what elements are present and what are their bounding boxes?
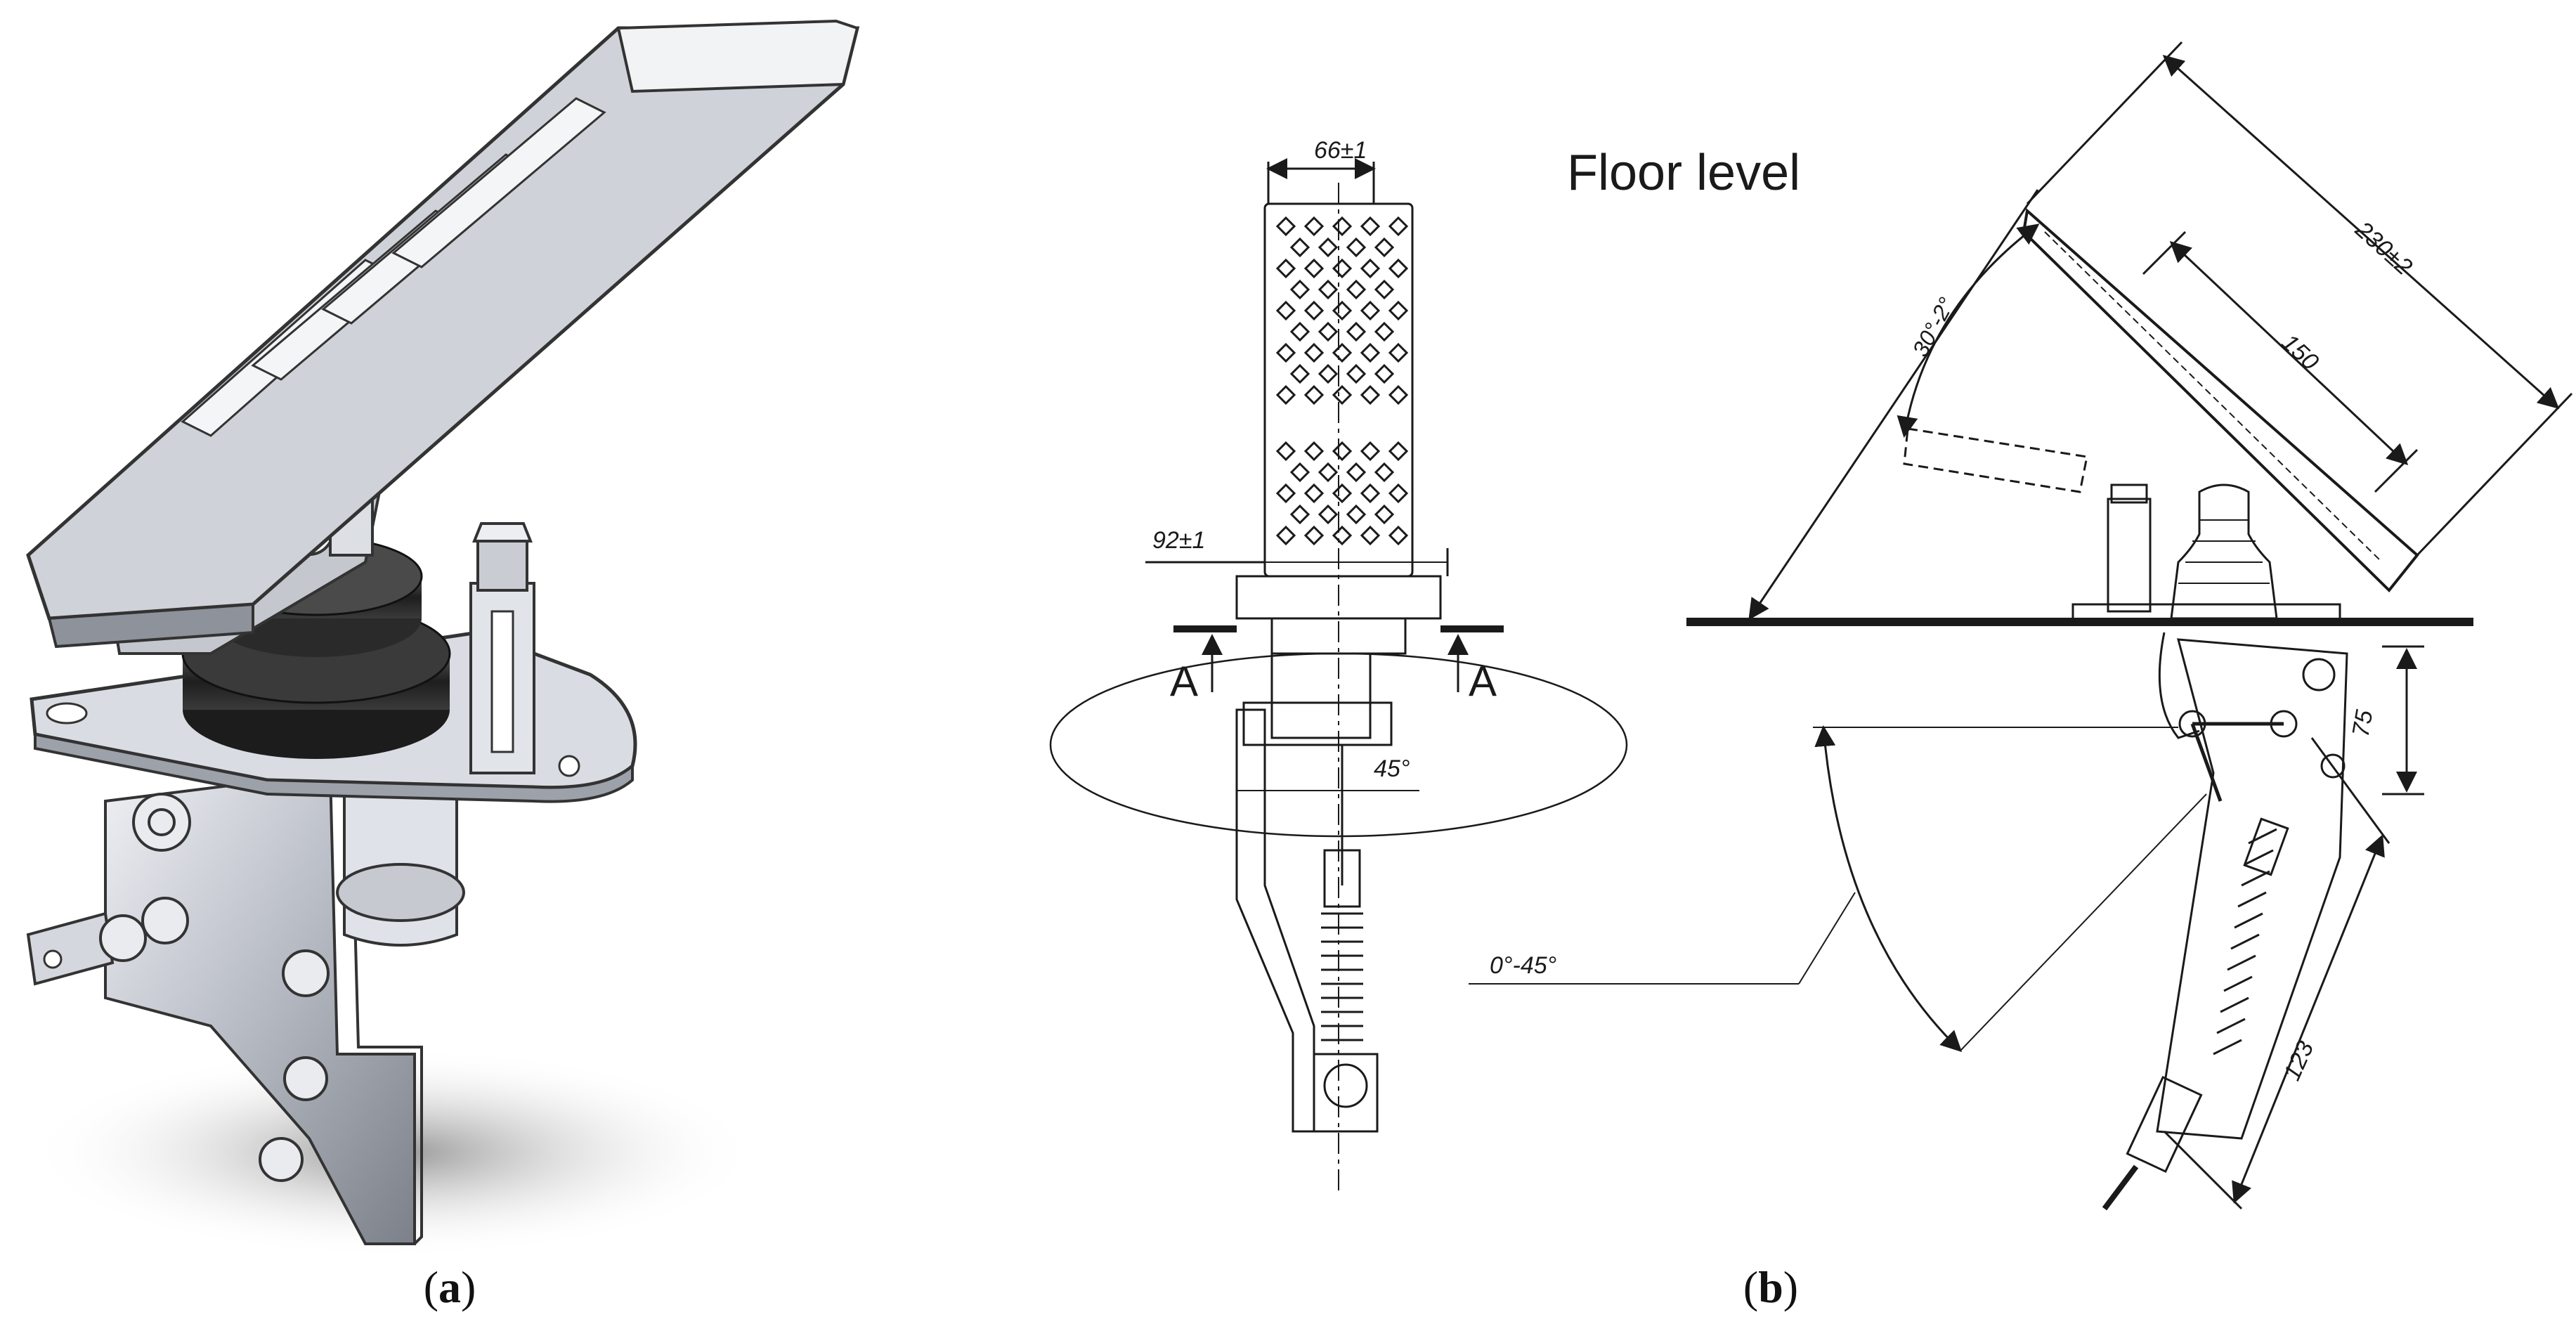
section-mark-right: A (1469, 658, 1497, 705)
floor-level-label: Floor level (1567, 145, 1800, 201)
front-view-labels: 66±1 92±1 A A 45° (1152, 137, 1497, 782)
side-pad (2022, 208, 2419, 592)
section-mark-left: A (1170, 658, 1198, 705)
bracket-bolts (99, 793, 330, 1182)
lower-bracket (104, 771, 416, 1245)
stop-bolt (469, 522, 535, 774)
swing-angle-label: 45° (1374, 755, 1410, 782)
dim-depth-label: 92±1 (1152, 527, 1205, 554)
height-75-label: 75 (2347, 708, 2378, 739)
return-spring (1313, 849, 1379, 1133)
pad-tilt-label: 30°-2° (1907, 293, 1959, 361)
pedal-pad (26, 19, 860, 649)
side-view-labels: Floor level 230±2 150 30°-2° 75 123 0°-4… (1490, 145, 2417, 1084)
pad-length-label: 230±2 (2350, 216, 2417, 280)
pedal-range-label: 0°-45° (1490, 952, 1556, 979)
panel-b-side-view (1469, 41, 2573, 1211)
caption-a: (a) (423, 1262, 476, 1312)
side-boot (2170, 483, 2278, 620)
diamond-pattern (1275, 216, 1409, 546)
panel-a-render (26, 19, 860, 1258)
panel-b-front-view (1049, 158, 1628, 1195)
side-mechanism (2102, 632, 2348, 1211)
caption-b: (b) (1743, 1262, 1799, 1312)
dim-width-label: 66±1 (1314, 137, 1367, 164)
pad-inner-label: 150 (2277, 329, 2324, 376)
